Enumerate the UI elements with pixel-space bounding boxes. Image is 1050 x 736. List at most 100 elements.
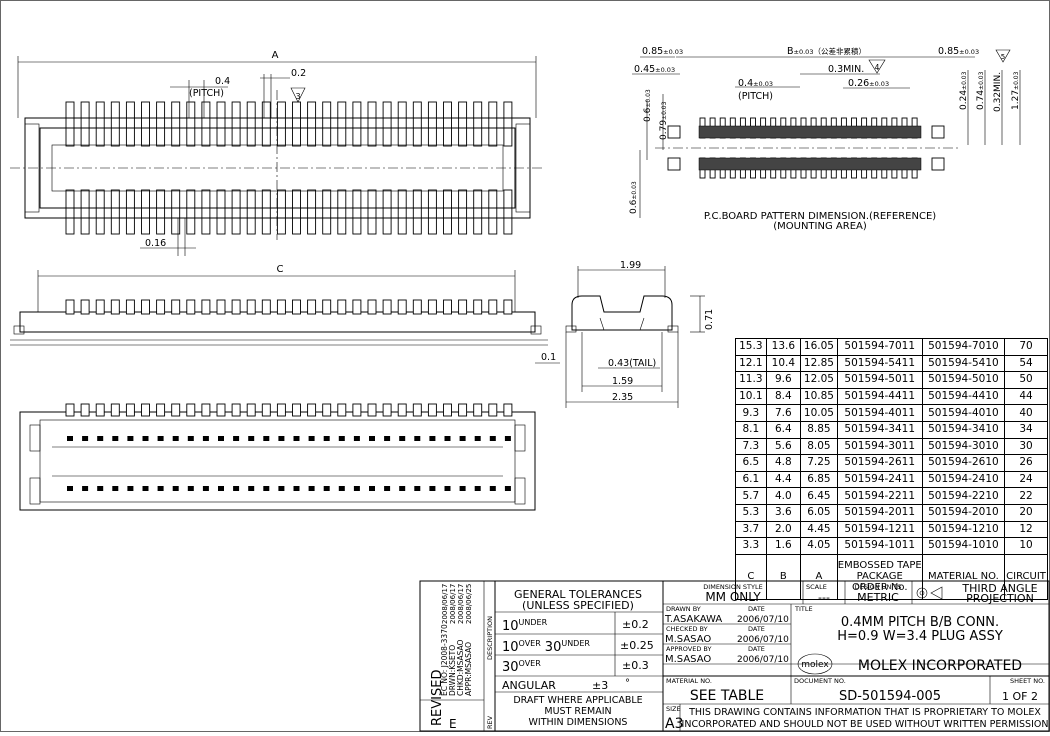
bottom-contact-lower bbox=[353, 486, 360, 491]
tol-angular-v: ±3 bbox=[592, 679, 608, 692]
bottom-contact-upper bbox=[504, 436, 511, 441]
bottom-contact-upper bbox=[233, 436, 240, 441]
bottom-contact-lower bbox=[142, 486, 149, 491]
table-cell: 10.1 bbox=[735, 387, 767, 406]
bottom-contact-upper bbox=[248, 436, 255, 441]
table-cell: 501594-1210 bbox=[921, 520, 1006, 539]
top-pin-upper bbox=[141, 101, 150, 147]
document-number: SD-501594-005 bbox=[839, 689, 941, 704]
bottom-contact-lower bbox=[97, 486, 104, 491]
bottom-contact-lower bbox=[263, 486, 270, 491]
bottom-pin-top bbox=[397, 403, 407, 417]
bottom-pin-top bbox=[443, 403, 452, 417]
bottom-contact-upper bbox=[474, 436, 481, 441]
table-cell: 8.85 bbox=[800, 420, 838, 439]
pcb-dim-085r: 0.85±0.03 bbox=[938, 46, 979, 57]
order-header-l2: PACKAGE bbox=[856, 571, 903, 583]
bottom-contact-lower bbox=[444, 486, 451, 491]
bottom-contact-lower bbox=[202, 486, 209, 491]
side-pin bbox=[458, 299, 468, 315]
col-c-header: C bbox=[735, 553, 767, 600]
rev-appr-date: 2008/06/25 bbox=[465, 584, 473, 624]
notice-1: THIS DRAWING CONTAINS INFORMATION THAT I… bbox=[688, 707, 1041, 718]
bottom-contact-lower bbox=[399, 486, 406, 491]
note-triangle-3 bbox=[290, 87, 306, 103]
table-cell: 13.6 bbox=[765, 338, 802, 356]
side-pin bbox=[488, 299, 498, 315]
approved-by: M.SASAO bbox=[665, 654, 711, 665]
side-pin bbox=[367, 299, 377, 315]
top-pin-upper bbox=[65, 101, 75, 147]
table-cell: 6.4 bbox=[765, 420, 802, 439]
bottom-pin-top bbox=[95, 403, 105, 417]
dim-02-label: 0.2 bbox=[291, 68, 306, 79]
pcb-nail-pad-ur bbox=[931, 125, 945, 139]
checked-date-lbl: DATE bbox=[748, 625, 765, 633]
pcb-nail-pad-ll bbox=[667, 157, 681, 171]
table-cell: 50 bbox=[1004, 371, 1048, 389]
table-cell: 501594-2011 bbox=[836, 503, 923, 522]
tol-r3: 30OVER bbox=[502, 659, 541, 675]
rev-drwn-date: 2008/06/17 bbox=[449, 584, 457, 624]
table-cell: 1.6 bbox=[765, 537, 802, 555]
bottom-left-nail-2 bbox=[29, 477, 41, 505]
bottom-contact-upper bbox=[172, 436, 179, 441]
bottom-pin-top bbox=[141, 403, 150, 417]
bottom-contact-upper bbox=[429, 436, 436, 441]
bottom-contact-lower bbox=[112, 486, 119, 491]
bottom-contact-upper bbox=[323, 436, 330, 441]
checked-by: M.SASAO bbox=[665, 634, 711, 645]
top-pin-upper bbox=[427, 101, 437, 147]
draft-1: DRAFT WHERE APPLICABLE bbox=[513, 695, 642, 706]
top-pin-lower bbox=[110, 189, 120, 235]
bottom-contact-upper bbox=[414, 436, 421, 441]
top-pin-upper bbox=[80, 101, 90, 147]
table-cell: 12.1 bbox=[735, 354, 767, 373]
table-cell: 30 bbox=[1004, 437, 1048, 456]
top-pin-upper bbox=[307, 101, 317, 147]
bottom-contact-upper bbox=[278, 436, 285, 441]
bottom-contact-lower bbox=[429, 486, 436, 491]
bottom-contact-lower bbox=[157, 486, 164, 491]
top-pin-lower bbox=[458, 189, 468, 235]
pcb-hatch-lower bbox=[698, 157, 922, 171]
drawn-date-lbl: DATE bbox=[748, 605, 765, 613]
table-cell: 501594-4010 bbox=[921, 404, 1006, 422]
pcb-dim-b: B±0.03（公差非累積） bbox=[787, 46, 866, 57]
bottom-contact-upper bbox=[112, 436, 119, 441]
side-pin bbox=[473, 299, 483, 315]
top-pin-lower bbox=[141, 189, 150, 235]
bottom-pin-top bbox=[65, 403, 75, 417]
side-body bbox=[19, 311, 536, 333]
drawn-lbl: DRAWN BY bbox=[666, 605, 701, 613]
top-pin-lower bbox=[473, 189, 483, 235]
pcb-dim-026: 0.26±0.03 bbox=[848, 78, 889, 89]
note-triangle-3-label: 3 bbox=[295, 92, 300, 101]
parts-table-header: C B A EMBOSSED TAPE PACKAGE ORDER No. MA… bbox=[735, 553, 1048, 600]
table-cell: 24 bbox=[1004, 470, 1048, 489]
table-cell: 501594-1010 bbox=[921, 537, 1006, 555]
side-pin bbox=[186, 299, 196, 315]
tol-r3-v: ±0.3 bbox=[622, 659, 649, 672]
pcb-dim-074: 0.74±0.03 bbox=[976, 71, 986, 110]
table-cell: 6.45 bbox=[800, 487, 838, 505]
rev-ec-date: 2008/06/17 bbox=[441, 584, 449, 624]
side-pin bbox=[171, 299, 181, 315]
rev-chkd-date: 2008/06/17 bbox=[457, 584, 465, 624]
top-pin-upper bbox=[397, 101, 407, 147]
table-cell: 10 bbox=[1004, 537, 1048, 555]
top-pin-upper bbox=[156, 101, 166, 147]
table-cell: 22 bbox=[1004, 487, 1048, 505]
bottom-pin-top bbox=[488, 403, 498, 417]
table-cell: 501594-4411 bbox=[836, 387, 923, 406]
bottom-pin-top bbox=[412, 403, 422, 417]
bottom-contact-lower bbox=[248, 486, 255, 491]
company-name: MOLEX INCORPORATED bbox=[858, 658, 1022, 674]
side-right-tail bbox=[530, 325, 542, 335]
